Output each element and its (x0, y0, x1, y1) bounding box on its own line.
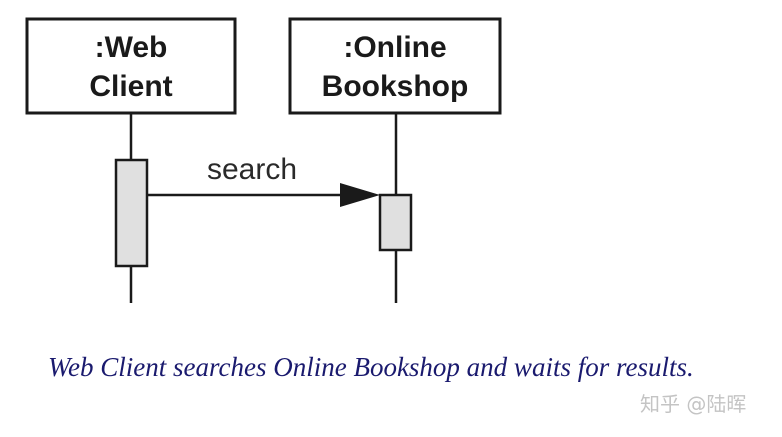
search-message-label: search (207, 153, 297, 186)
search-message-arrowhead (340, 183, 380, 207)
participant-web-client: :Web Client (25, 17, 237, 115)
participant-online-bookshop: :Online Bookshop (288, 17, 502, 115)
online-bookshop-activation-bar (378, 193, 413, 252)
diagram-caption: Web Client searches Online Bookshop and … (48, 352, 694, 382)
participant-online-bookshop-line2: Bookshop (322, 70, 469, 103)
watermark: 知乎 @陆晖 (640, 392, 747, 416)
participant-web-client-line2: Client (89, 70, 172, 103)
participant-web-client-line1: :Web (95, 31, 168, 64)
participant-online-bookshop-line1: :Online (343, 31, 446, 64)
web-client-activation-bar (114, 158, 149, 268)
